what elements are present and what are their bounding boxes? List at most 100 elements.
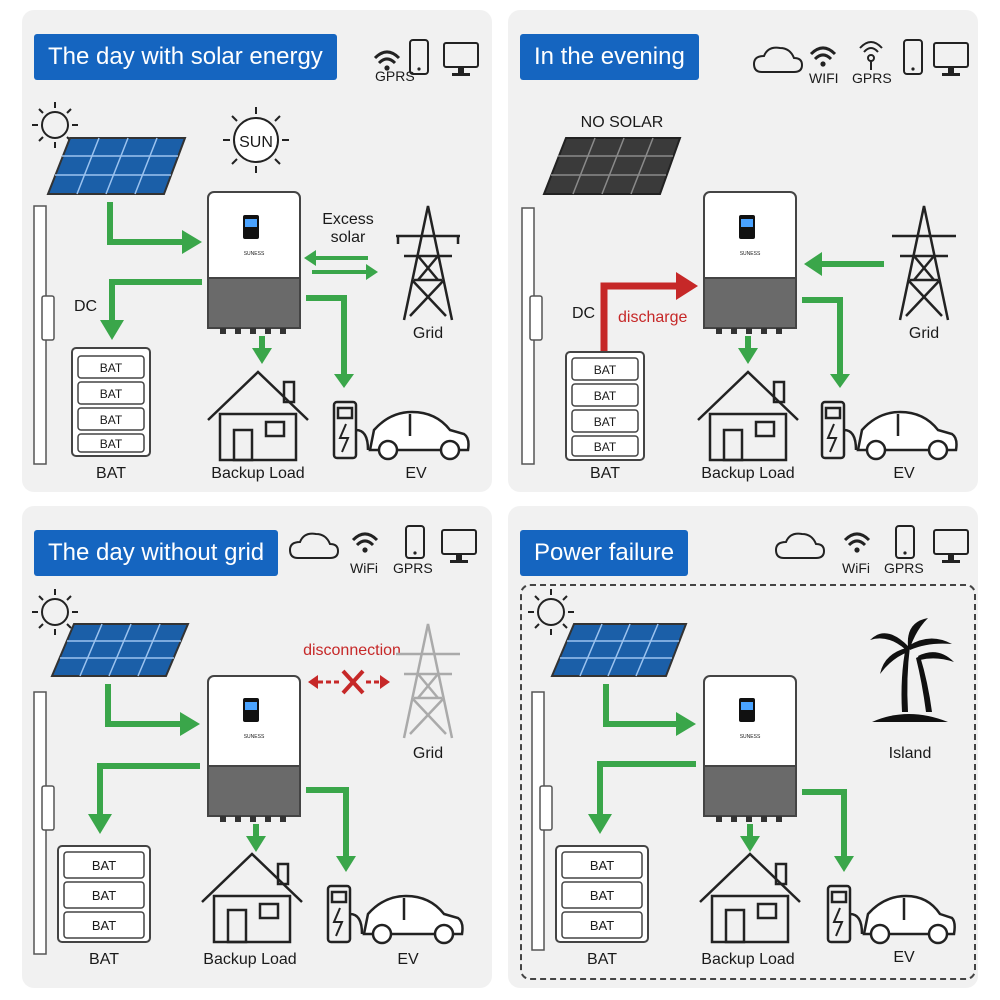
ev-label: EV bbox=[397, 951, 419, 968]
panel-title: The day with solar energy bbox=[34, 34, 337, 80]
battery-cell-label: BAT bbox=[92, 858, 116, 873]
inverter: SUNESS bbox=[207, 675, 301, 822]
grid-label: Grid bbox=[413, 325, 443, 342]
excess-label-1: Excess bbox=[322, 211, 374, 228]
wifi-label: WIFI bbox=[809, 70, 839, 86]
inverter: SUNESS bbox=[703, 191, 797, 334]
bat-label: BAT bbox=[89, 951, 119, 968]
backup-load-label: Backup Load bbox=[701, 465, 794, 482]
ev-label: EV bbox=[405, 465, 427, 482]
battery-cell-label: BAT bbox=[590, 858, 614, 873]
flow-arrow-solar-to-inverter bbox=[105, 684, 182, 727]
battery-cell-label: BAT bbox=[92, 888, 116, 903]
ev-charger-icon bbox=[826, 884, 864, 944]
disconnection-label: disconnection bbox=[303, 642, 401, 659]
grid-tower-icon bbox=[892, 205, 956, 321]
battery-cell-label: BAT bbox=[590, 918, 614, 933]
battery-cell-label: BAT bbox=[100, 361, 123, 375]
phone-icon bbox=[903, 39, 923, 75]
flow-arrow-inverter-to-ev bbox=[802, 297, 843, 376]
panel-title: Power failure bbox=[520, 530, 689, 576]
grid-label: Grid bbox=[909, 325, 939, 342]
flow-arrow-inverter-to-battery bbox=[97, 763, 200, 816]
scene-evening: WIFI GPRS NO SOLAR SUNESS discha bbox=[521, 39, 969, 482]
gprs-label: GPRS bbox=[393, 560, 433, 576]
ev-charger-icon bbox=[820, 400, 858, 460]
battery-cell-label: BAT bbox=[100, 413, 123, 427]
wifi-icon bbox=[843, 532, 871, 553]
solar-panel-dark bbox=[542, 137, 682, 195]
solar-panel bbox=[50, 623, 190, 677]
battery-cell-label: BAT bbox=[92, 918, 116, 933]
disconnection-arrow bbox=[308, 675, 390, 689]
phone-icon bbox=[895, 525, 915, 559]
flow-arrow-solar-to-inverter bbox=[603, 684, 678, 727]
monitor-icon bbox=[933, 529, 969, 563]
phone-icon bbox=[405, 525, 425, 559]
flow-arrow-solar-to-inverter bbox=[107, 202, 184, 245]
inverter-brand: SUNESS bbox=[740, 251, 761, 257]
inverter: SUNESS bbox=[207, 191, 301, 334]
grid-tower-icon bbox=[396, 623, 460, 739]
monitor-icon bbox=[441, 529, 477, 563]
monitor-icon bbox=[933, 42, 969, 76]
panel-power-failure: Power failure WiFi GPRS bbox=[508, 506, 978, 988]
backup-load-label: Backup Load bbox=[211, 465, 304, 482]
sun-icon bbox=[32, 589, 78, 635]
car-icon bbox=[362, 894, 464, 945]
island-label: Island bbox=[889, 745, 932, 762]
cloud-icon bbox=[288, 532, 340, 559]
grid-label: Grid bbox=[413, 745, 443, 762]
panel-title: In the evening bbox=[520, 34, 699, 80]
bat-label: BAT bbox=[96, 465, 126, 482]
panel-day-solar: The day with solar energy GPRS bbox=[22, 10, 492, 492]
sun-badge-icon bbox=[223, 107, 289, 173]
battery-cell-label: BAT bbox=[100, 387, 123, 401]
house-icon bbox=[201, 852, 303, 944]
breaker-box bbox=[529, 295, 543, 341]
flow-arrow-inverter-to-battery bbox=[109, 279, 202, 322]
battery-cell-label: BAT bbox=[100, 437, 123, 451]
battery-cell-label: BAT bbox=[594, 415, 617, 429]
ev-charger-icon bbox=[326, 884, 364, 944]
gprs-label: GPRS bbox=[375, 68, 415, 84]
wifi-label: WiFi bbox=[350, 560, 378, 576]
bat-label: BAT bbox=[590, 465, 620, 482]
battery-cell-label: BAT bbox=[590, 888, 614, 903]
inverter-brand: SUNESS bbox=[244, 734, 265, 740]
battery-stack bbox=[555, 845, 649, 943]
scene-day-solar: GPRS SUN bbox=[32, 39, 479, 482]
battery-cell-label: BAT bbox=[594, 440, 617, 454]
flow-arrow-inverter-to-ev bbox=[306, 787, 349, 858]
house-icon bbox=[699, 852, 801, 944]
gprs-label: GPRS bbox=[884, 560, 924, 576]
grid-tower-icon bbox=[396, 205, 460, 321]
dc-label: DC bbox=[74, 298, 97, 315]
wifi-icon bbox=[373, 50, 401, 71]
battery-stack bbox=[565, 351, 645, 461]
inverter-brand: SUNESS bbox=[740, 734, 761, 740]
breaker-box bbox=[41, 295, 55, 341]
panel-title: The day without grid bbox=[34, 530, 279, 576]
battery-cell-label: BAT bbox=[594, 363, 617, 377]
ev-charger-icon bbox=[332, 400, 370, 460]
wifi-label: WiFi bbox=[842, 560, 870, 576]
backup-load-label: Backup Load bbox=[203, 951, 296, 968]
house-icon bbox=[207, 370, 309, 462]
sun-label: SUN bbox=[239, 134, 273, 151]
wifi-icon bbox=[351, 532, 379, 553]
inverter: SUNESS bbox=[703, 675, 797, 822]
scene-day-without-grid: WiFi GPRS SUNESS bbox=[32, 525, 477, 968]
ev-label: EV bbox=[893, 465, 915, 482]
car-icon bbox=[856, 410, 958, 461]
solar-panel bbox=[550, 623, 688, 677]
cloud-icon bbox=[774, 532, 826, 559]
island-boundary bbox=[520, 584, 976, 980]
excess-label-2: solar bbox=[331, 229, 366, 246]
ev-label: EV bbox=[893, 949, 915, 966]
monitor-icon bbox=[443, 42, 479, 76]
sun-icon bbox=[528, 589, 574, 635]
breaker-box bbox=[41, 785, 55, 831]
solar-panel bbox=[46, 137, 187, 195]
panel-evening: In the evening WIFI GPRS NO SOLAR bbox=[508, 10, 978, 492]
